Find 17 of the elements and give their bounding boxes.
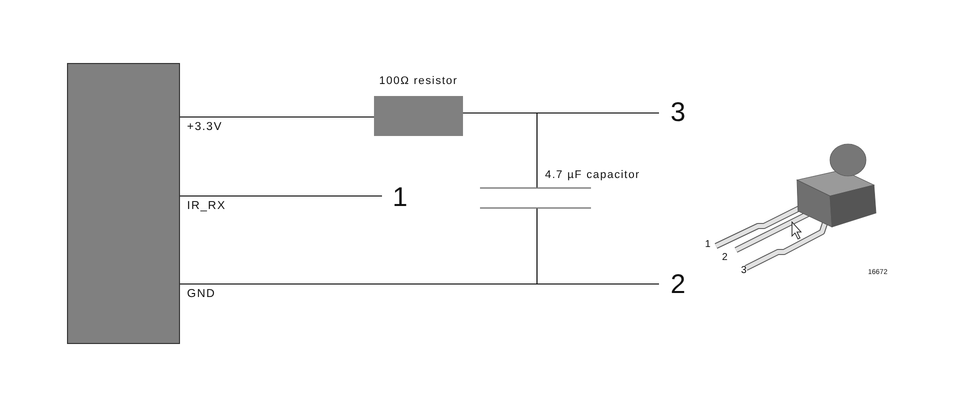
component-label: 4.7 µF capacitor bbox=[545, 169, 640, 181]
pin-number: 1 bbox=[390, 184, 410, 212]
capacitor-symbol bbox=[480, 187, 591, 209]
wire bbox=[180, 195, 382, 197]
wire bbox=[536, 208, 659, 285]
wire bbox=[536, 112, 659, 188]
signal-label: +3.3V bbox=[186, 121, 224, 133]
signal-label: GND bbox=[186, 288, 217, 300]
pin-number: 1 bbox=[705, 239, 711, 250]
pin-number: 2 bbox=[667, 271, 689, 299]
pin-number: 3 bbox=[667, 99, 689, 127]
wire bbox=[180, 116, 374, 118]
signal-label: IR_RX bbox=[186, 200, 227, 212]
pin-number: 3 bbox=[741, 265, 747, 276]
microcontroller-board bbox=[67, 63, 180, 344]
component-label: 100Ω resistor bbox=[378, 75, 459, 87]
pin-number: 2 bbox=[722, 252, 728, 263]
